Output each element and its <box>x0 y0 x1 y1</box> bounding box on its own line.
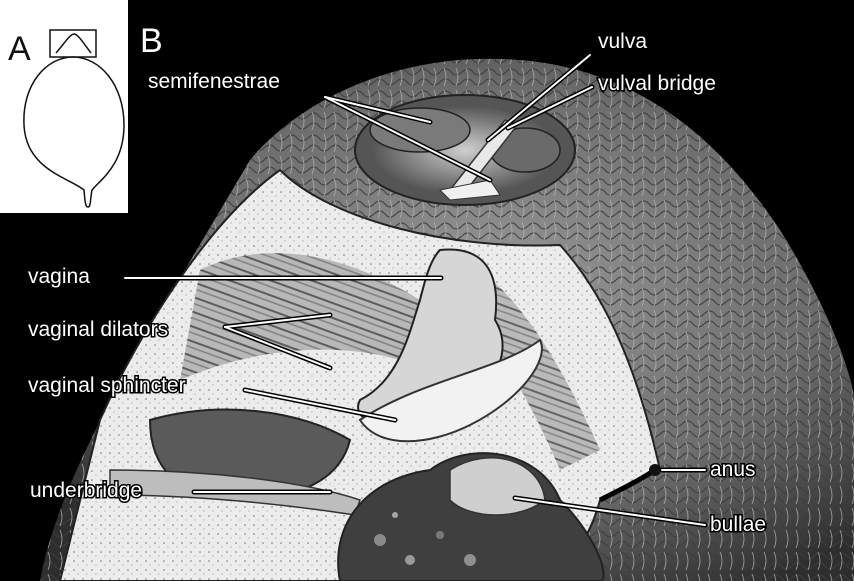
label-vulva: vulva <box>598 30 647 53</box>
panel-a-label: A <box>8 30 31 68</box>
label-vaginal-sphincter: vaginal sphincter <box>28 374 186 397</box>
panel-b-label: B <box>140 22 163 60</box>
inset-a: A <box>0 0 128 213</box>
label-anus: anus <box>710 458 756 481</box>
label-vagina: vagina <box>28 265 90 288</box>
label-underbridge: underbridge <box>30 479 142 502</box>
label-semifenestrae: semifenestrae <box>148 70 280 93</box>
label-vaginal-dilators: vaginal dilators <box>28 318 168 341</box>
label-vulval-bridge: vulval bridge <box>598 72 716 95</box>
label-bullae: bullae <box>710 513 766 536</box>
